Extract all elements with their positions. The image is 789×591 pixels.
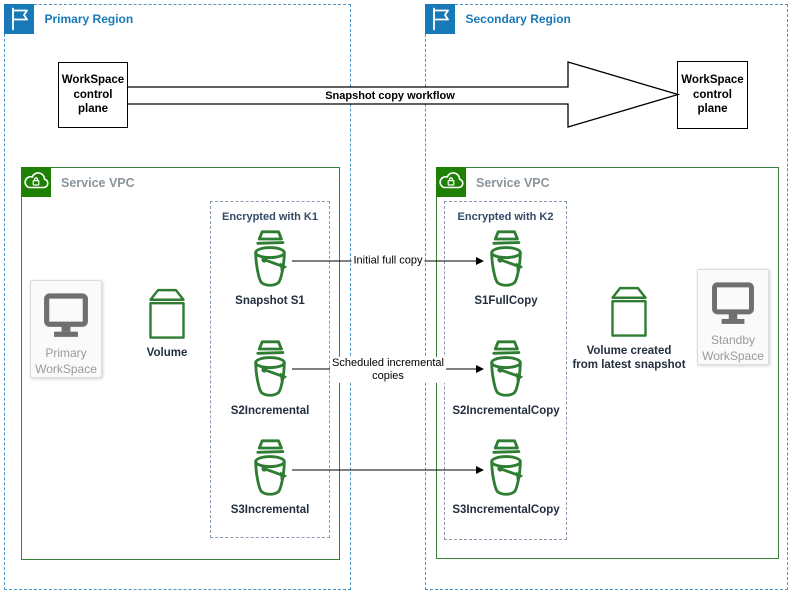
volume-node: Volume [97,286,237,360]
s3-incremental-label: S3Incremental [230,504,310,516]
s1-fullcopy-node: S1FullCopy [436,229,576,308]
s2-incrementalcopy-label: S2IncrementalCopy [452,405,560,417]
snapshot-s1-node: Snapshot S1 [200,229,340,308]
secondary-region-header: Secondary Region [424,3,571,34]
flag-icon [3,3,34,34]
workspace-control-plane-primary: WorkSpace control plane [58,62,128,128]
cloud-lock-icon [436,167,466,197]
primary-workspace-label: Primary WorkSpace [35,345,97,376]
encrypted-k1-label: Encrypted with K1 [222,211,318,223]
s2-incremental-node: S2Incremental [200,339,340,418]
encrypted-k2-label: Encrypted with K2 [457,211,554,223]
monitor-icon [40,293,92,338]
s3-incremental-node: S3Incremental [200,438,340,517]
s1-fullcopy-label: S1FullCopy [474,295,538,307]
bucket-icon [483,339,529,399]
monitor-icon [707,282,759,325]
service-vpc-secondary: Service VPC [436,167,779,559]
secondary-region: Secondary Region [424,3,788,590]
workspace-control-plane-secondary: WorkSpace control plane [677,61,748,129]
primary-region: Primary Region [3,3,351,590]
service-vpc-label: Service VPC [476,176,550,190]
bucket-icon [247,339,293,399]
control-plane-label: WorkSpace control plane [681,73,744,116]
primary-region-title: Primary Region [44,11,134,26]
snapshot-s1-label: Snapshot S1 [235,295,305,307]
volume-box-icon [145,286,189,341]
scheduled-incremental-copies-label: Scheduled incremental copies [330,356,446,384]
volume-created-label: Volume created from latest snapshot [572,345,686,372]
bucket-icon [247,229,293,289]
volume-created-node: Volume created from latest snapshot [559,284,699,373]
control-plane-label: WorkSpace control plane [61,73,125,116]
flag-icon [424,3,455,34]
bucket-icon [247,438,293,498]
bucket-icon [483,229,529,289]
s2-incrementalcopy-node: S2IncrementalCopy [436,339,576,418]
s3-incrementalcopy-node: S3IncrementalCopy [436,438,576,517]
initial-full-copy-label: Initial full copy [351,254,425,268]
standby-workspace-label: Standby WorkSpace [702,332,764,363]
primary-region-header: Primary Region [3,3,134,34]
standby-workspace-card: Standby WorkSpace [697,269,769,365]
bucket-icon [483,438,529,498]
secondary-region-title: Secondary Region [465,11,571,26]
volume-box-icon [607,284,651,339]
service-vpc-label: Service VPC [61,176,135,190]
s3-incrementalcopy-label: S3IncrementalCopy [452,504,560,516]
volume-label: Volume [146,347,188,359]
snapshot-copy-workflow-label: Snapshot copy workflow [325,90,455,102]
s2-incremental-label: S2Incremental [230,405,310,417]
primary-workspace-card: Primary WorkSpace [30,280,102,378]
cloud-lock-icon [21,167,51,197]
